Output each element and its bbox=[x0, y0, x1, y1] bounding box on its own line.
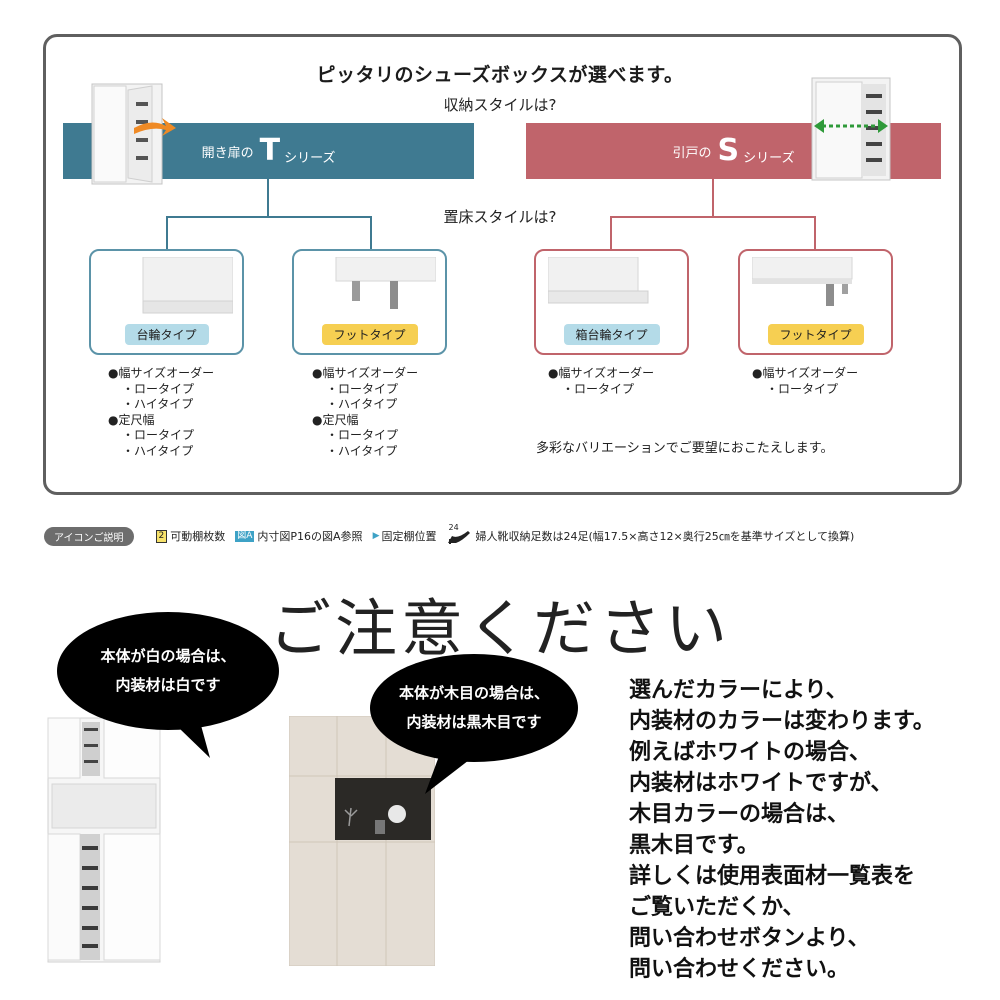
storage-style-question: 収納スタイルは? bbox=[443, 96, 557, 114]
notice-body: 選んだカラーにより、 内装材のカラーは変わります。 例えばホワイトの場合、 内装… bbox=[629, 675, 935, 985]
white-bubble-line-1: 本体が白の場合は、 bbox=[100, 647, 236, 665]
notice-line: 問い合わせください。 bbox=[629, 957, 850, 982]
wood-bubble-line-1: 本体が木目の場合は、 bbox=[398, 684, 549, 702]
spec-item: ●幅サイズオーダー bbox=[108, 366, 215, 380]
spec-item: ・ハイタイプ bbox=[326, 443, 398, 458]
spec-item: ●定尺幅 bbox=[312, 412, 359, 427]
variation-note: 多彩なバリエーションでご要望におこたえします。 bbox=[536, 441, 834, 456]
hinged-door-cabinet-image bbox=[91, 83, 176, 185]
t-plinth-type-card: 台輪タイプ bbox=[89, 249, 244, 355]
page-title: ピッタリのシューズボックスが選べます。 bbox=[316, 64, 684, 86]
s-box-plinth-type-card: 箱台輪タイプ bbox=[534, 249, 689, 355]
notice-line: 黒木目です。 bbox=[629, 833, 759, 858]
foot-type-label: フットタイプ bbox=[321, 324, 418, 345]
wood-bubble-line-2: 内装材は黒木目です bbox=[406, 713, 542, 731]
spec-item: ・ハイタイプ bbox=[122, 443, 194, 458]
icon-legend-pill: アイコンご説明 bbox=[44, 526, 134, 546]
notice-line: 選んだカラーにより、 bbox=[629, 678, 848, 703]
white-cabinet-image bbox=[47, 717, 161, 963]
s-tree-left-leg bbox=[610, 216, 612, 250]
shelf-count-icon: 2 bbox=[155, 529, 168, 543]
triangle-marker-icon: ▶ bbox=[372, 531, 380, 541]
s-series-letter: S bbox=[717, 133, 740, 168]
series-panel-frame bbox=[43, 34, 962, 495]
spec-item: ・ロータイプ bbox=[122, 381, 195, 396]
t-tree-left-leg bbox=[166, 216, 168, 250]
notice-line: 詳しくは使用表面材一覧表を bbox=[629, 864, 916, 889]
s-series-suffix: シリーズ bbox=[743, 150, 795, 166]
shelf-count-text: 可動棚枚数 bbox=[170, 530, 226, 543]
s-series-prefix: 引戸の bbox=[672, 145, 712, 161]
s-tree-branch bbox=[610, 216, 816, 218]
shelf-count-legend: 2 可動棚枚数 bbox=[155, 528, 226, 544]
t-tree-right-leg bbox=[370, 216, 372, 250]
high-heel-icon: 24 bbox=[446, 523, 472, 545]
t-series-suffix: シリーズ bbox=[284, 150, 336, 166]
box-plinth-type-label: 箱台輪タイプ bbox=[563, 324, 660, 345]
t-plinth-spec-list: ●幅サイズオーダー ・ロータイプ ・ハイタイプ ●定尺幅 ・ロータイプ ・ハイタ… bbox=[108, 366, 214, 459]
white-bubble-line-2: 内装材は白です bbox=[115, 676, 221, 694]
spec-item: ・ロータイプ bbox=[326, 428, 399, 442]
s-box-plinth-spec-list: ●幅サイズオーダー ・ロータイプ bbox=[548, 366, 654, 397]
white-body-speech-bubble: 本体が白の場合は、 内装材は白です bbox=[57, 612, 279, 730]
t-foot-spec-list: ●幅サイズオーダー ・ロータイプ ・ハイタイプ ●定尺幅 ・ロータイプ ・ハイタ… bbox=[312, 366, 418, 459]
notice-line: 内装材はホワイトですが、 bbox=[629, 771, 893, 796]
shoe-capacity-legend: 24 婦人靴収納足数は24足(幅17.5×高さ12×奥行25㎝を基準サイズとして… bbox=[446, 523, 855, 545]
s-tree-stem bbox=[712, 179, 714, 217]
box-plinth-image bbox=[548, 257, 649, 304]
floor-style-question: 置床スタイルは? bbox=[443, 208, 557, 226]
shoe-count-badge: 24 bbox=[448, 523, 459, 532]
fixed-shelf-legend: ▶ 固定棚位置 bbox=[373, 528, 437, 544]
fixed-shelf-text: 固定棚位置 bbox=[381, 530, 437, 543]
wood-body-speech-bubble: 本体が木目の場合は、 内装材は黒木目です bbox=[370, 654, 578, 762]
spec-item: ・ハイタイプ bbox=[326, 397, 398, 411]
notice-line: 例えばホワイトの場合、 bbox=[629, 740, 872, 765]
s-tree-right-leg bbox=[814, 216, 816, 250]
spec-item: ●幅サイズオーダー bbox=[548, 366, 655, 380]
plinth-base-image bbox=[142, 257, 233, 314]
icon-legend: アイコンご説明 2 可動棚枚数 図A 内寸図P16の図A参照 ▶ 固定棚位置 2… bbox=[44, 523, 974, 547]
s-foot-type-card: フットタイプ bbox=[738, 249, 893, 355]
notice-line: 問い合わせボタンより、 bbox=[629, 926, 870, 951]
notice-heading: ご注意ください bbox=[268, 592, 731, 665]
spec-item: ・ロータイプ bbox=[766, 381, 839, 396]
s-foot-base-image bbox=[752, 257, 853, 306]
t-series-prefix: 開き扉の bbox=[201, 145, 254, 161]
wood-cabinet-image bbox=[289, 716, 435, 966]
notice-line: 木目カラーの場合は、 bbox=[629, 802, 850, 827]
spec-item: ・ハイタイプ bbox=[122, 397, 194, 411]
spec-item: ・ロータイプ bbox=[122, 428, 195, 442]
sliding-door-cabinet-image bbox=[811, 77, 891, 181]
slide-arrow-icon bbox=[814, 119, 888, 133]
s-foot-spec-list: ●幅サイズオーダー ・ロータイプ bbox=[752, 366, 858, 397]
t-tree-branch bbox=[166, 216, 372, 218]
t-series-letter: T bbox=[259, 133, 281, 168]
figure-ref-icon: 図A bbox=[235, 530, 255, 542]
spec-item: ●幅サイズオーダー bbox=[312, 366, 419, 380]
foot-base-image bbox=[335, 257, 436, 309]
plinth-type-label: 台輪タイプ bbox=[124, 324, 209, 345]
s-foot-type-label: フットタイプ bbox=[767, 324, 864, 345]
swing-arrow-icon bbox=[134, 118, 176, 136]
t-foot-type-card: フットタイプ bbox=[292, 249, 447, 355]
spec-item: ●定尺幅 bbox=[108, 412, 155, 427]
figure-ref-legend: 図A 内寸図P16の図A参照 bbox=[235, 528, 363, 544]
notice-line: ご覧いただくか、 bbox=[629, 895, 805, 920]
figure-ref-text: 内寸図P16の図A参照 bbox=[257, 530, 363, 543]
spec-item: ●幅サイズオーダー bbox=[752, 366, 859, 380]
t-tree-stem bbox=[267, 179, 269, 217]
notice-line: 内装材のカラーは変わります。 bbox=[629, 709, 935, 734]
shoe-capacity-text: 婦人靴収納足数は24足(幅17.5×高さ12×奥行25㎝を基準サイズとして換算) bbox=[475, 530, 855, 543]
spec-item: ・ロータイプ bbox=[562, 381, 635, 396]
spec-item: ・ロータイプ bbox=[326, 381, 399, 396]
